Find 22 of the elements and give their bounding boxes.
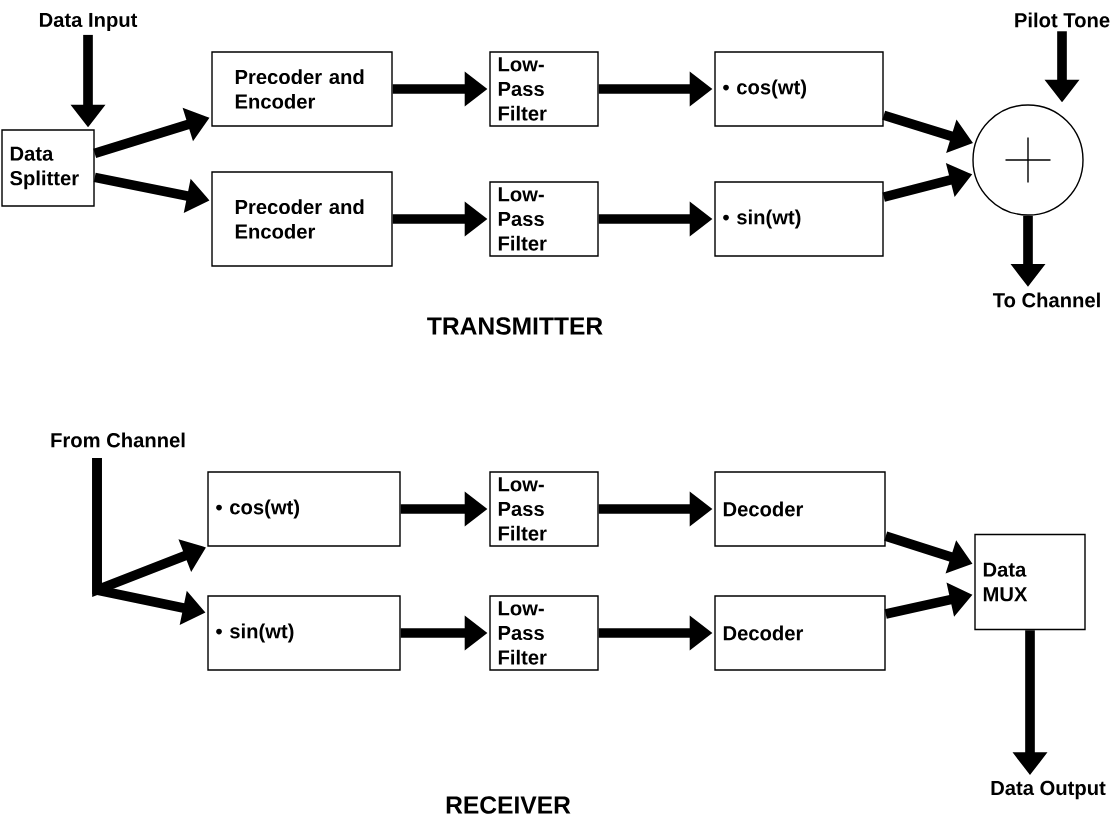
section-title: RECEIVER: [446, 796, 571, 814]
process-box: • cos(wt): [207, 471, 401, 547]
signal-label: Data Input: [39, 12, 138, 32]
process-box: Precoder and Encoder: [211, 51, 393, 127]
process-box: Data Splitter: [1, 129, 95, 207]
process-box: Precoder and Encoder: [211, 171, 393, 267]
process-box: Low-Pass Filter: [489, 471, 599, 547]
signal-label: Pilot Tone: [1015, 12, 1110, 28]
signal-label: To Channel: [992, 292, 1100, 308]
process-box: Decoder: [714, 471, 886, 547]
process-box: Data MUX: [974, 533, 1086, 631]
section-title: TRANSMITTER: [427, 317, 603, 335]
process-box: Low-Pass Filter: [489, 181, 599, 257]
process-box: Low-Pass Filter: [489, 51, 599, 127]
adder-circle: [972, 104, 1084, 216]
signal-label: Data Output: [991, 780, 1106, 800]
process-box: • sin(wt): [714, 181, 884, 257]
process-box: Decoder: [714, 595, 886, 671]
process-box: Low-Pass Filter: [489, 595, 599, 671]
process-box: • sin(wt): [207, 595, 401, 671]
process-box: • cos(wt): [714, 51, 884, 127]
signal-label: From Channel: [51, 432, 185, 448]
